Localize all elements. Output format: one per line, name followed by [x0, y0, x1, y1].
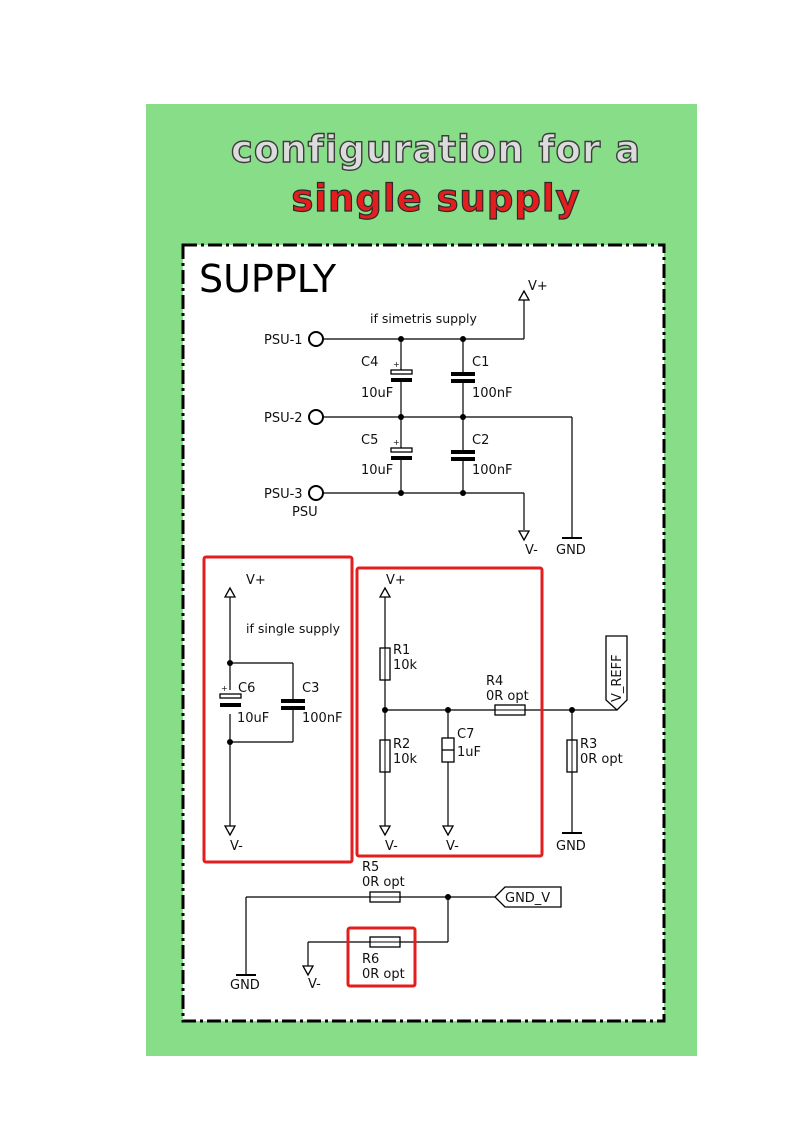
net-vminus-top: V-	[525, 543, 538, 558]
c5-ref: C5	[361, 433, 378, 448]
highlight-single-supply-caps	[202, 555, 354, 864]
wires	[229, 300, 617, 975]
plus-mark: +	[393, 438, 400, 447]
net-gnd-bottom: GND	[230, 978, 260, 993]
cap-c5: + C5 10uF	[361, 433, 413, 478]
gnd-v-label: GND_V	[494, 886, 562, 908]
c1-ref: C1	[472, 355, 489, 370]
c2-value: 100nF	[472, 463, 513, 478]
r5-value: 0R opt	[362, 875, 405, 890]
psu-connector: PSU-1 PSU-2 PSU-3 PSU	[264, 331, 324, 520]
net-gnd-top: GND	[556, 543, 586, 558]
cap-c7: C7 1uF	[441, 727, 481, 763]
cap-c2: C2 100nF	[451, 433, 513, 478]
plus-mark: +	[221, 684, 228, 693]
vreff-label: V_REFF	[605, 635, 628, 711]
connector-name: PSU	[292, 505, 318, 520]
highlight-boxes	[202, 555, 544, 988]
highlight-reference-divider	[355, 566, 544, 858]
heading-line-2: single supply	[291, 176, 581, 220]
c7-ref: C7	[457, 727, 474, 742]
sheet-title: SUPPLY	[199, 257, 337, 301]
sheet-frame	[181, 243, 666, 1023]
net-gnd-mid: GND	[556, 839, 586, 854]
c6-ref: C6	[238, 681, 255, 696]
c3-value: 100nF	[302, 711, 343, 726]
power-symbols	[223, 289, 582, 977]
cap-c4: + C4 10uF	[361, 355, 413, 401]
resistor-r3: R3 0R opt	[566, 737, 623, 773]
r4-ref: R4	[486, 674, 503, 689]
r1-value: 10k	[393, 658, 418, 673]
resistor-r1: R1 10k	[379, 643, 418, 681]
junctions	[227, 336, 575, 900]
r5-ref: R5	[362, 860, 379, 875]
cap-c3: C3 100nF	[281, 681, 343, 726]
resistor-r5: R5 0R opt	[362, 860, 405, 903]
resistor-r2: R2 10k	[379, 737, 418, 773]
c1-value: 100nF	[472, 386, 513, 401]
cap-c6: + C6 10uF	[219, 681, 269, 726]
r2-ref: R2	[393, 737, 410, 752]
net-vplus-mid: V+	[386, 573, 406, 588]
note-symmetric: if simetris supply	[370, 311, 477, 326]
vreff-text: V_REFF	[610, 654, 625, 702]
resistor-r6: R6 0R opt	[362, 936, 405, 982]
highlight-r6	[346, 926, 417, 988]
c2-ref: C2	[472, 433, 489, 448]
c3-ref: C3	[302, 681, 319, 696]
c4-ref: C4	[361, 355, 378, 370]
net-vplus-top: V+	[528, 279, 548, 294]
r2-value: 10k	[393, 752, 418, 767]
gnd-v-text: GND_V	[505, 891, 550, 906]
net-vminus-bottom: V-	[308, 977, 321, 992]
r3-ref: R3	[580, 737, 597, 752]
c6-value: 10uF	[237, 711, 269, 726]
pin-psu-2-label: PSU-2	[264, 411, 303, 426]
plus-mark: +	[393, 360, 400, 369]
r6-value: 0R opt	[362, 967, 405, 982]
pin-psu-3-label: PSU-3	[264, 487, 303, 502]
resistor-r4: R4 0R opt	[486, 674, 529, 716]
net-vminus-mid: V-	[385, 839, 398, 854]
cap-c1: C1 100nF	[451, 355, 513, 401]
note-single: if single supply	[246, 621, 341, 636]
r1-ref: R1	[393, 643, 410, 658]
r4-value: 0R opt	[486, 689, 529, 704]
heading-line-1: configuration for a	[230, 127, 642, 171]
r6-ref: R6	[362, 952, 379, 967]
net-vminus-c7: V-	[446, 839, 459, 854]
r3-value: 0R opt	[580, 752, 623, 767]
c4-value: 10uF	[361, 386, 393, 401]
net-vminus-left: V-	[230, 839, 243, 854]
pin-psu-1-label: PSU-1	[264, 333, 303, 348]
net-vplus-left: V+	[246, 573, 266, 588]
c7-value: 1uF	[457, 745, 481, 760]
c5-value: 10uF	[361, 463, 393, 478]
